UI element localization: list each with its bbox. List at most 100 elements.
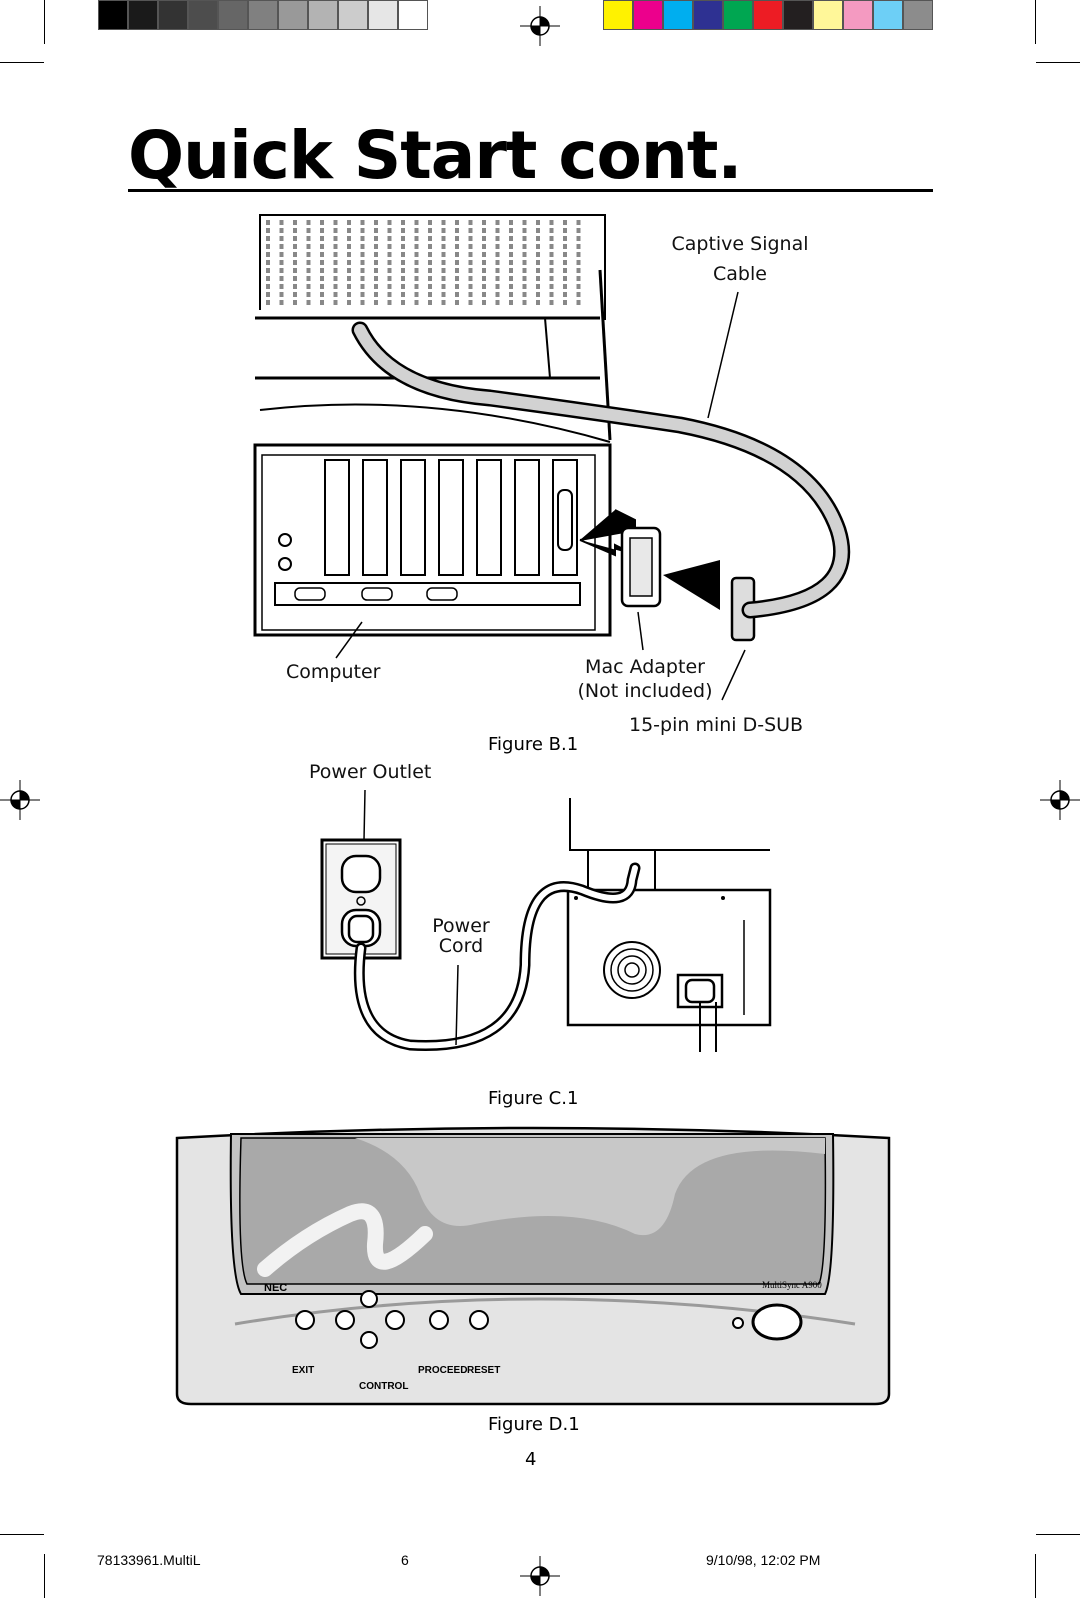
registration-mark-bottom [520, 1556, 560, 1596]
vent-slot [374, 236, 378, 241]
vent-slot [549, 244, 554, 249]
expansion-slots [324, 459, 578, 576]
vent-slot [414, 236, 419, 241]
vent-slot [441, 220, 446, 225]
reset-button-label: RESET [467, 1365, 501, 1376]
vent-slot [414, 268, 419, 273]
vent-slot [293, 236, 297, 241]
vent-slot [549, 252, 554, 257]
label-15pin-dsub: 15-pin mini D-SUB [629, 714, 804, 736]
vent-slot [387, 220, 392, 225]
vent-slot [333, 236, 338, 241]
vent-slot [306, 228, 311, 233]
footer-timestamp: 9/10/98, 12:02 PM [706, 1552, 821, 1568]
color-swatch [873, 0, 903, 30]
vent-slot [536, 236, 540, 241]
vent-slot [374, 276, 378, 281]
vent-slot [576, 292, 581, 297]
vent-slot [387, 300, 392, 305]
vent-slot [576, 284, 581, 289]
label-adapter-line2: (Not included) [577, 680, 713, 702]
vent-slot [455, 228, 459, 233]
vent-slot [347, 260, 351, 265]
gray-swatch [398, 0, 428, 30]
vent-slot [266, 276, 270, 281]
vent-slot [428, 292, 432, 297]
vent-slot [482, 300, 486, 305]
vent-slot [428, 244, 432, 249]
vent-slot [293, 300, 297, 305]
vent-slot [320, 236, 324, 241]
vent-slot [468, 268, 473, 273]
vent-slot [455, 276, 459, 281]
vent-slot [522, 300, 527, 305]
vent-slot [347, 244, 351, 249]
vent-slot [536, 220, 540, 225]
vent-slot [563, 260, 567, 265]
vent-slot [387, 228, 392, 233]
gray-swatch [248, 0, 278, 30]
vent-slot [266, 244, 270, 249]
vent-slot [495, 300, 500, 305]
control-button-label: CONTROL [359, 1381, 409, 1392]
vent-slot [441, 236, 446, 241]
color-swatch [843, 0, 873, 30]
vent-slot [563, 284, 567, 289]
vent-slot [455, 300, 459, 305]
vent-slot [509, 260, 513, 265]
figure-b-illustration [253, 214, 851, 701]
vent-slot [320, 260, 324, 265]
vent-slot [266, 220, 270, 225]
vent-slot [414, 300, 419, 305]
nec-logo: NEC [264, 1282, 288, 1294]
vent-slot [414, 228, 419, 233]
vent-slot [428, 228, 432, 233]
color-swatch [663, 0, 693, 30]
vent-slot [401, 244, 405, 249]
page-number: 4 [525, 1449, 537, 1470]
gray-swatch [128, 0, 158, 30]
caption-figure-b: Figure B.1 [488, 734, 579, 755]
crop-mark [0, 62, 44, 63]
model-name: MultiSync A900 [762, 1280, 822, 1290]
vent-slot [293, 292, 297, 297]
vent-slot [306, 236, 311, 241]
vent-slot [387, 244, 392, 249]
vent-slot [428, 236, 432, 241]
label-cord-line2: Cord [438, 935, 484, 957]
vent-slot [306, 276, 311, 281]
vent-slot [482, 276, 486, 281]
vent-slot [509, 244, 513, 249]
vent-slot [414, 260, 419, 265]
vent-slot [509, 236, 513, 241]
vent-slot [333, 260, 338, 265]
vent-slot [306, 220, 311, 225]
vent-slot [522, 252, 527, 257]
color-swatch [723, 0, 753, 30]
vent-slot [576, 260, 581, 265]
vent-slot [468, 300, 473, 305]
grayscale-bar [98, 0, 428, 32]
vent-slot [536, 228, 540, 233]
vent-slot [414, 244, 419, 249]
vent-slot [509, 220, 513, 225]
vent-slot [482, 252, 486, 257]
vent-slot [387, 252, 392, 257]
vent-slot [495, 276, 500, 281]
vent-slot [387, 260, 392, 265]
vent-slot [495, 220, 500, 225]
vent-slot [468, 292, 473, 297]
vent-slot [468, 276, 473, 281]
vent-slot [455, 292, 459, 297]
vent-slot [401, 236, 405, 241]
vent-slot [428, 300, 432, 305]
vent-slot [333, 244, 338, 249]
vent-slot [320, 220, 324, 225]
vent-slot [468, 228, 473, 233]
vent-slot [360, 268, 365, 273]
figure-c-illustration [320, 789, 772, 1052]
vent-slot [549, 276, 554, 281]
vent-slot [293, 228, 297, 233]
vent-slot [306, 284, 311, 289]
vent-slot [401, 268, 405, 273]
